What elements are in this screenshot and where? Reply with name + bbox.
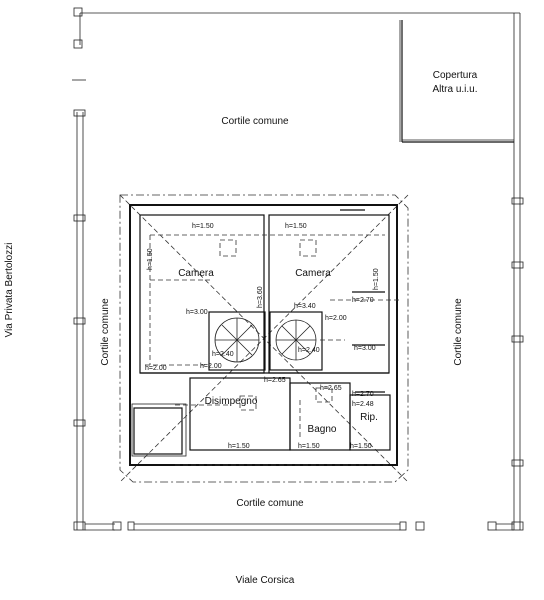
height-label: h=2.70 [352, 391, 374, 398]
room-camera-right: Camera [295, 268, 331, 279]
height-label: h=2.65 [264, 377, 286, 384]
height-label: h=1.50 [192, 223, 214, 230]
height-label: h=2.40 [298, 347, 320, 354]
height-label: h=1.50 [285, 223, 307, 230]
height-label: h=2.70 [352, 297, 374, 304]
cortile-left-label: Cortile comune [100, 298, 111, 366]
height-label: h=1.50 [228, 443, 250, 450]
height-label: h=3.00 [186, 309, 208, 316]
room-bagno: Bagno [308, 424, 337, 435]
height-label: h=1.50 [298, 443, 320, 450]
cortile-bottom-label: Cortile comune [236, 498, 304, 509]
viale-label: Viale Corsica [236, 575, 295, 586]
height-label: h=1.50 [373, 268, 380, 290]
height-label: h=1.50 [147, 248, 154, 270]
building-walls [129, 204, 400, 466]
cortile-right-label: Cortile comune [453, 298, 464, 366]
plan-labels: Copertura Altra u.i.u. Cortile comune Co… [4, 70, 478, 586]
height-label: h=3.00 [354, 345, 376, 352]
height-label: h=2.00 [145, 365, 167, 372]
via-label: Via Privata Bertolozzi [4, 243, 15, 338]
height-label: h=2.00 [325, 315, 347, 322]
copertura-sublabel: Altra u.i.u. [432, 84, 477, 95]
height-label: h=2.48 [352, 401, 374, 408]
room-camera-left: Camera [178, 268, 214, 279]
copertura-label: Copertura [433, 70, 478, 81]
copertura-block [399, 20, 514, 143]
boundary-post [73, 7, 83, 17]
height-label: h=2.65 [320, 385, 342, 392]
height-label: h=3.60 [257, 286, 264, 308]
height-label: h=2.00 [200, 363, 222, 370]
cortile-top-label: Cortile comune [221, 116, 289, 127]
room-rip: Rip. [360, 412, 378, 423]
height-label: h=3.40 [294, 303, 316, 310]
room-disimpegno: Disimpegno [205, 396, 258, 407]
site-boundary [72, 7, 524, 531]
height-label: h=2.40 [212, 351, 234, 358]
height-label: h=1.50 [350, 443, 372, 450]
boundary-post [73, 39, 83, 49]
